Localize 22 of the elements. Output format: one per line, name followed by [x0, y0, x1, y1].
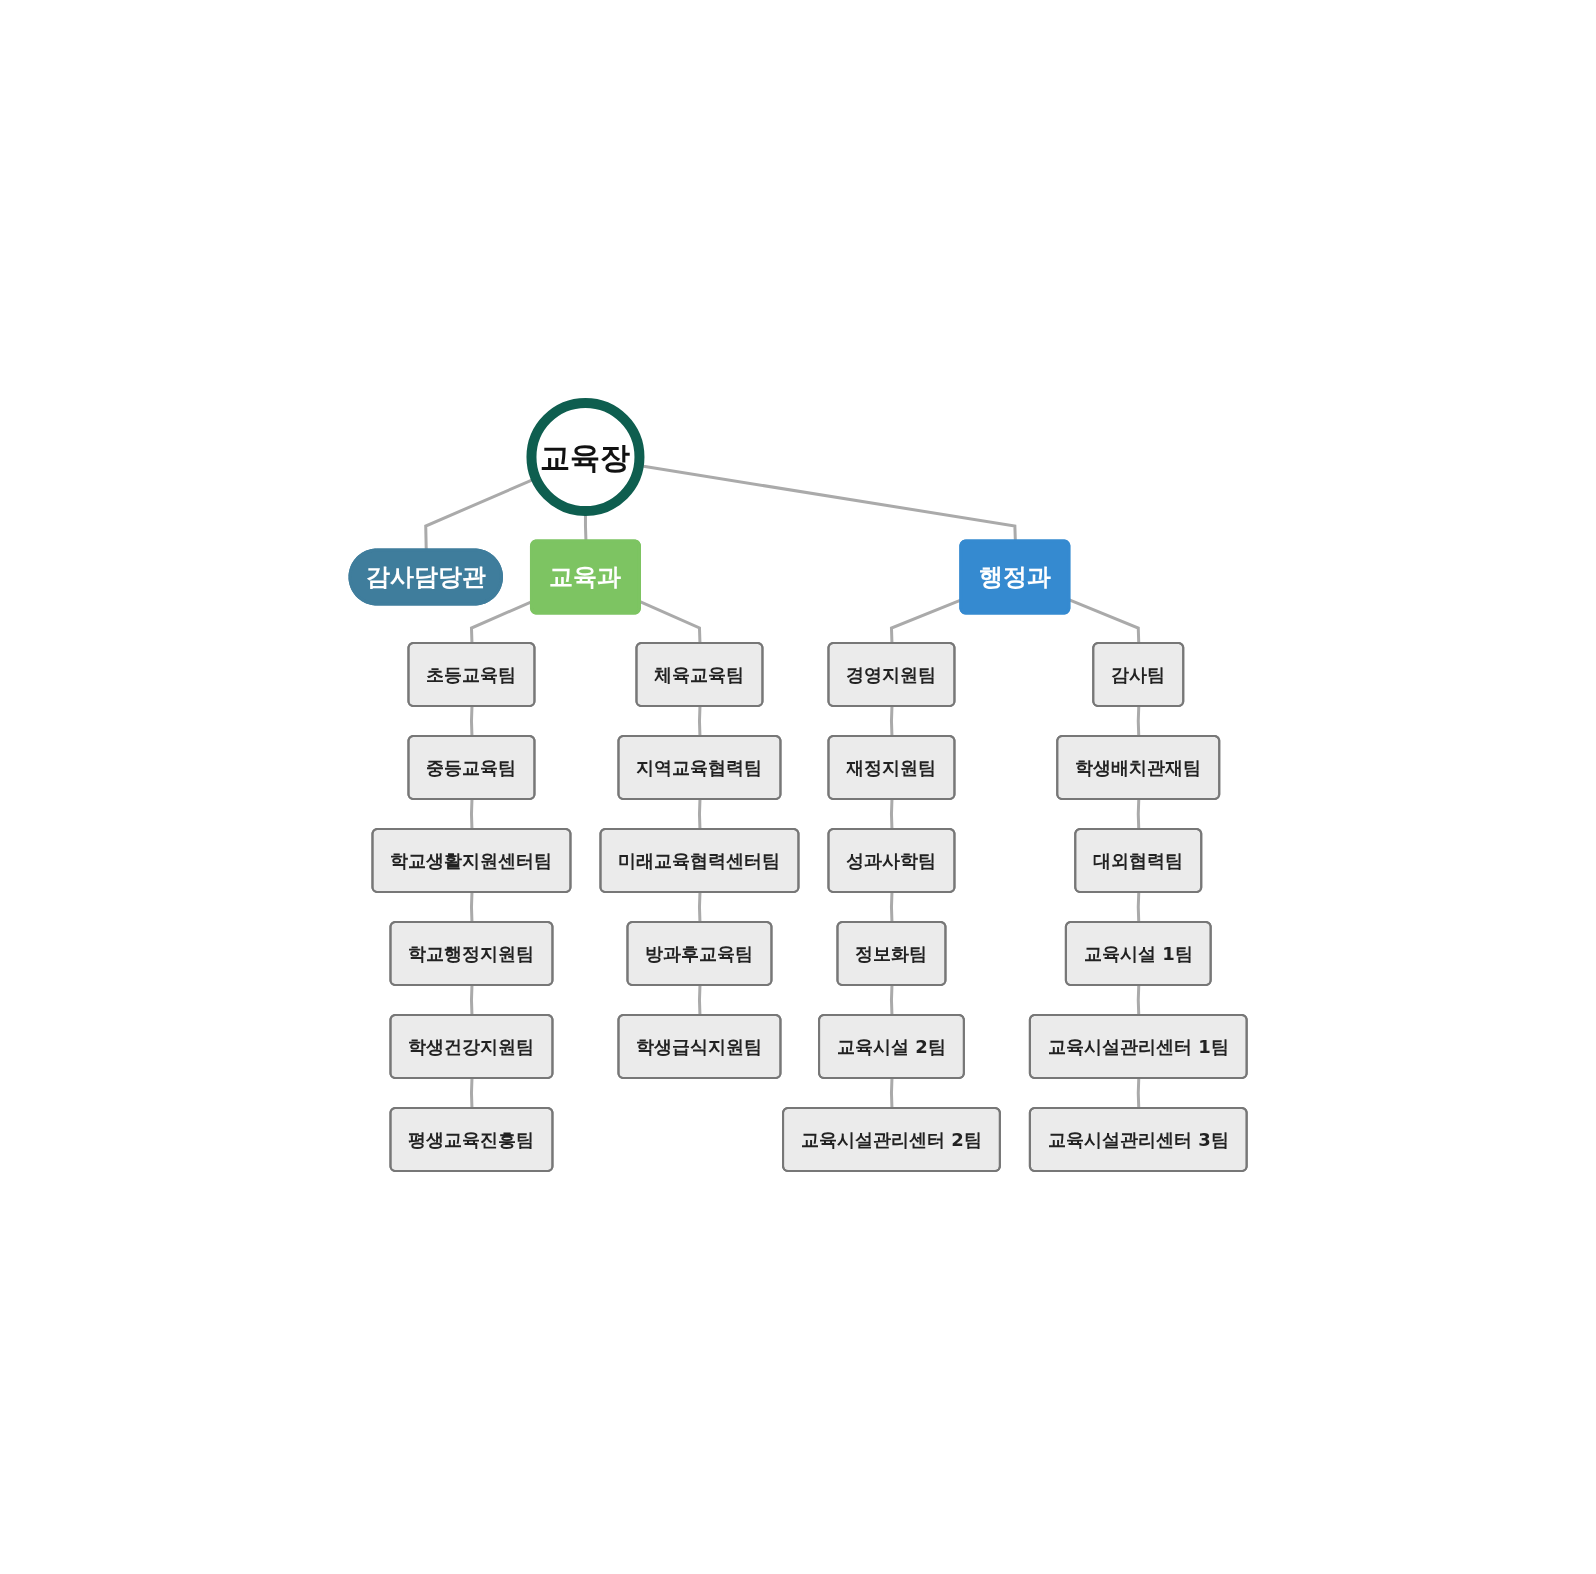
connector — [697, 892, 702, 923]
connector — [1136, 799, 1140, 830]
connector — [469, 799, 474, 830]
connector — [889, 1078, 894, 1109]
connector — [889, 985, 894, 1016]
connector — [697, 706, 702, 737]
connector — [889, 799, 894, 830]
connector — [1068, 598, 1140, 644]
connector — [697, 799, 702, 830]
connector — [1136, 1078, 1140, 1109]
connector — [639, 600, 702, 644]
connector — [697, 985, 702, 1016]
connector — [889, 892, 894, 923]
connector — [1136, 892, 1140, 923]
connector — [1136, 706, 1140, 737]
connector — [1136, 985, 1140, 1016]
connector — [469, 892, 474, 923]
node-circle: 교육장 — [526, 398, 645, 516]
connector — [469, 1078, 474, 1109]
connector — [469, 985, 474, 1016]
connector — [469, 706, 474, 737]
connector — [889, 706, 894, 737]
